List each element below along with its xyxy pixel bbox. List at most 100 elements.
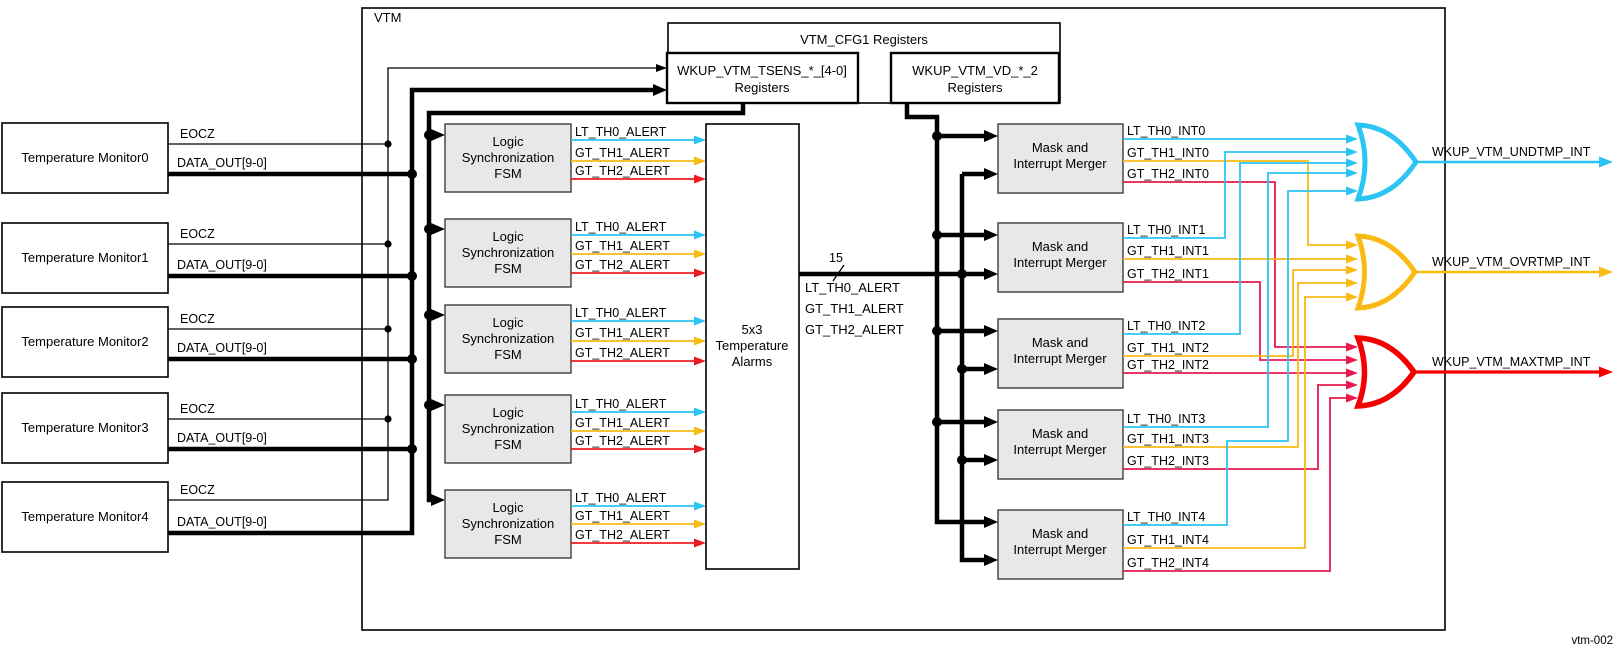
logic-sync-fsms: Logic Synchronization FSM Logic Synchron…	[444, 123, 572, 559]
int-label-2-0: LT_TH0_INT2	[1127, 319, 1205, 333]
fsm-4-label-3: FSM	[494, 532, 521, 547]
int-label-3-1: GT_TH1_INT3	[1127, 432, 1209, 446]
alert-label-gt1-4: GT_TH1_ALERT	[575, 509, 670, 523]
alert-label-gt2-0: GT_TH2_ALERT	[575, 164, 670, 178]
bus-width-label: 15	[829, 251, 843, 265]
merger-2-box	[997, 318, 1124, 389]
alert-label-lt0-0: LT_TH0_ALERT	[575, 125, 667, 139]
or-gates: WKUP_VTM_UNDTMP_INT WKUP_VTM_OVRTMP_INT …	[1353, 122, 1613, 409]
tsens-registers-label-line2: Registers	[735, 80, 790, 95]
wire-gt-th2-int0	[1123, 181, 1358, 352]
tsens-registers-box	[665, 51, 860, 105]
maxtmp-output-label: WKUP_VTM_MAXTMP_INT	[1432, 355, 1591, 369]
temperature-monitor-4-label: Temperature Monitor4	[21, 509, 148, 524]
eocz-label-0: EOCZ	[180, 127, 215, 141]
data-out-label-4: DATA_OUT[9-0]	[177, 515, 267, 529]
junction-dots	[384, 130, 967, 465]
temperature-alarms-box	[705, 123, 800, 570]
alarms-label-3: Alarms	[732, 354, 773, 369]
wire-gt-th1-int0	[1123, 160, 1358, 250]
junction-bus-0	[957, 269, 967, 279]
int-label-1-2: GT_TH2_INT1	[1127, 267, 1209, 281]
junction-fsm-feed-1	[424, 224, 434, 234]
alert-label-lt0-2: LT_TH0_ALERT	[575, 306, 667, 320]
temperature-monitor-4-box	[1, 481, 169, 553]
eocz-collector-wire	[168, 64, 667, 501]
vd-registers-label-line1: WKUP_VTM_VD_*_2	[912, 63, 1038, 78]
fsm-0-label-1: Logic	[492, 134, 524, 149]
data-out-label-1: DATA_OUT[9-0]	[177, 258, 267, 272]
alert-label-lt0-3: LT_TH0_ALERT	[575, 397, 667, 411]
int-label-4-2: GT_TH2_INT4	[1127, 556, 1209, 570]
wire-lt-th0-int1	[1123, 147, 1358, 239]
fsm-1-label-3: FSM	[494, 261, 521, 276]
fsm-2-label-3: FSM	[494, 347, 521, 362]
data-out-label-0: DATA_OUT[9-0]	[177, 156, 267, 170]
interrupt-mergers: Mask and Interrupt Merger Mask and Inter…	[997, 123, 1124, 580]
wire-gt-th1-int3	[1123, 278, 1358, 448]
int-label-0-1: GT_TH1_INT0	[1127, 146, 1209, 160]
undtmp-output-label: WKUP_VTM_UNDTMP_INT	[1432, 145, 1591, 159]
fsm-3-label-2: Synchronization	[462, 421, 555, 436]
bus-width-slash	[832, 264, 845, 282]
wire-gt-th2-int1	[1123, 281, 1358, 365]
merger-2-label-2: Interrupt Merger	[1013, 351, 1107, 366]
junction-eocz-3	[384, 415, 392, 423]
wire-lt-th0-int4	[1123, 186, 1358, 526]
temperature-monitor-3-box	[1, 392, 169, 464]
alarm-bus-distribution	[959, 174, 998, 566]
eocz-label-1: EOCZ	[180, 227, 215, 241]
junction-eocz-1	[384, 240, 392, 248]
bus-signal-label-1: GT_TH1_ALERT	[805, 301, 904, 316]
merger-4-label-1: Mask and	[1032, 526, 1088, 541]
data-out-buses: DATA_OUT[9-0] DATA_OUT[9-0] DATA_OUT[9-0…	[168, 84, 667, 536]
temperature-monitor-0-label: Temperature Monitor0	[21, 150, 148, 165]
eocz-wires: EOCZ EOCZ EOCZ EOCZ EOCZ	[168, 64, 667, 501]
fsm-3-label-1: Logic	[492, 405, 524, 420]
merger-2-label-1: Mask and	[1032, 335, 1088, 350]
fsm-0-label-3: FSM	[494, 166, 521, 181]
temperature-monitor-2-box	[1, 306, 169, 378]
alert-label-lt0-1: LT_TH0_ALERT	[575, 220, 667, 234]
int-label-2-1: GT_TH1_INT2	[1127, 341, 1209, 355]
tsens-registers-label-line1: WKUP_VTM_TSENS_*_[4-0]	[677, 63, 847, 78]
alert-label-gt1-0: GT_TH1_ALERT	[575, 146, 670, 160]
merger-0-label-1: Mask and	[1032, 140, 1088, 155]
fsm-0-box	[444, 123, 572, 193]
alert-label-gt2-2: GT_TH2_ALERT	[575, 346, 670, 360]
fsm-2-label-2: Synchronization	[462, 331, 555, 346]
alarms-label-2: Temperature	[716, 338, 789, 353]
int-label-0-0: LT_TH0_INT0	[1127, 124, 1205, 138]
alert-label-gt1-2: GT_TH1_ALERT	[575, 326, 670, 340]
junction-data-2	[407, 354, 417, 364]
alarms-label-1: 5x3	[742, 322, 763, 337]
fsm-4-label-2: Synchronization	[462, 516, 555, 531]
junction-fsm-feed-2	[424, 310, 434, 320]
wire-gt-th2-int3	[1123, 380, 1358, 470]
wire-lt-th0-int2	[1123, 158, 1358, 335]
wire-gt-th1-int4	[1123, 292, 1358, 549]
merger-4-box	[997, 509, 1124, 580]
bus-signal-label-2: GT_TH2_ALERT	[805, 322, 904, 337]
int-label-3-0: LT_TH0_INT3	[1127, 412, 1205, 426]
data-out-label-3: DATA_OUT[9-0]	[177, 431, 267, 445]
merger-3-label-1: Mask and	[1032, 426, 1088, 441]
vd-registers-box	[889, 51, 1061, 105]
merger-4-label-2: Interrupt Merger	[1013, 542, 1107, 557]
eocz-label-3: EOCZ	[180, 402, 215, 416]
bus-signal-label-0: LT_TH0_ALERT	[805, 280, 900, 295]
or-gate-undtmp	[1354, 122, 1420, 202]
merger-3-box	[997, 409, 1124, 480]
int-label-2-2: GT_TH2_INT2	[1127, 358, 1209, 372]
int-label-4-1: GT_TH1_INT4	[1127, 533, 1209, 547]
junction-cfg-3	[932, 417, 942, 427]
alert-label-gt1-1: GT_TH1_ALERT	[575, 239, 670, 253]
merger-0-box	[997, 123, 1124, 194]
wire-lt-th0-int3	[1123, 168, 1358, 428]
int-label-0-2: GT_TH2_INT0	[1127, 167, 1209, 181]
fsm-1-box	[444, 218, 572, 288]
alert-label-gt2-1: GT_TH2_ALERT	[575, 258, 670, 272]
junction-bus-1	[957, 364, 967, 374]
vd-registers-label-line2: Registers	[948, 80, 1003, 95]
